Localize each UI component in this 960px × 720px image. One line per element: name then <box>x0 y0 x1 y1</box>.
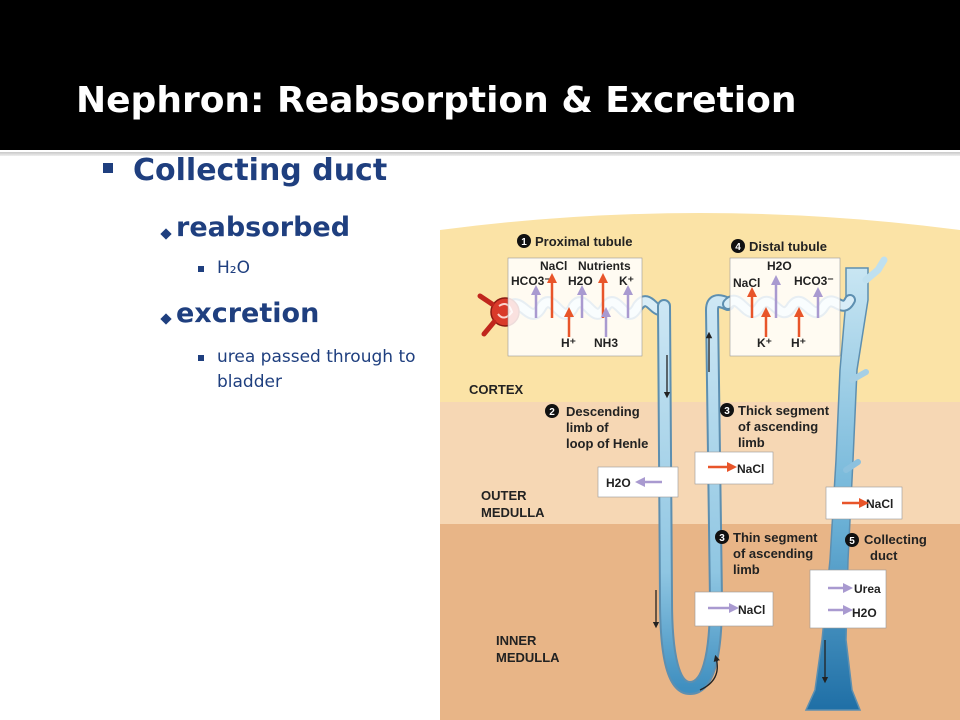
bullet-collecting-duct: Collecting duct <box>133 153 388 188</box>
outer-medulla-label-1: OUTER <box>481 488 527 503</box>
svg-text:NaCl: NaCl <box>733 276 760 290</box>
thin-segment-label: Thin segment <box>733 530 818 545</box>
step-1-badge <box>517 234 531 248</box>
outer-medulla-label-2: MEDULLA <box>481 505 545 520</box>
svg-text:2: 2 <box>549 407 555 418</box>
proximal-tubule-label: Proximal tubule <box>535 234 633 249</box>
distal-tubule-label: Distal tubule <box>749 239 827 254</box>
title-divider <box>0 152 960 156</box>
svg-text:4: 4 <box>735 242 741 253</box>
svg-text:limb: limb <box>733 562 760 577</box>
svg-text:1: 1 <box>521 237 527 248</box>
thick-segment-label: Thick segment <box>738 403 830 418</box>
bullet-h2o: H₂O <box>217 258 250 278</box>
bullet-excretion: excretion <box>176 298 320 329</box>
svg-text:3: 3 <box>719 533 725 544</box>
bullet-reabsorbed: reabsorbed <box>176 212 351 243</box>
bullet-urea-line2: bladder <box>217 372 282 392</box>
svg-text:H2O: H2O <box>568 274 593 288</box>
svg-text:HCO3⁻: HCO3⁻ <box>794 274 834 288</box>
bullet-square-icon <box>103 163 113 173</box>
svg-text:3: 3 <box>724 406 730 417</box>
svg-text:H2O: H2O <box>767 259 792 273</box>
inner-medulla-label-2: MEDULLA <box>496 650 560 665</box>
svg-text:H2O: H2O <box>852 606 877 620</box>
step-3-badge <box>720 403 734 417</box>
svg-text:H2O: H2O <box>606 476 631 490</box>
svg-text:NaCl: NaCl <box>738 603 765 617</box>
svg-text:limb: limb <box>738 435 765 450</box>
svg-text:NaCl: NaCl <box>866 497 893 511</box>
step-5-badge <box>845 533 859 547</box>
svg-text:HCO3⁻: HCO3⁻ <box>511 274 551 288</box>
slide-title: Nephron: Reabsorption & Excretion <box>76 80 797 121</box>
small-square-bullet-icon <box>198 266 204 272</box>
cortex-label: CORTEX <box>469 382 524 397</box>
svg-text:NaCl: NaCl <box>737 462 764 476</box>
collecting-duct-label: Collecting <box>864 532 927 547</box>
svg-text:Urea: Urea <box>854 582 881 596</box>
svg-text:Nutrients: Nutrients <box>578 259 631 273</box>
descending-limb-label: Descending <box>566 404 640 419</box>
inner-medulla-label-1: INNER <box>496 633 537 648</box>
bullet-urea-line1: urea passed through to <box>217 347 416 367</box>
svg-text:NH3: NH3 <box>594 336 618 350</box>
loop-of-henle <box>659 296 733 694</box>
svg-text:5: 5 <box>849 536 855 547</box>
svg-text:H⁺: H⁺ <box>791 336 806 350</box>
svg-text:K⁺: K⁺ <box>757 336 772 350</box>
small-square-bullet-icon <box>198 355 204 361</box>
step-4-badge <box>731 239 745 253</box>
svg-text:K⁺: K⁺ <box>619 274 634 288</box>
title-bar <box>0 0 960 150</box>
svg-text:of ascending: of ascending <box>733 546 813 561</box>
svg-text:NaCl: NaCl <box>540 259 567 273</box>
svg-text:limb of: limb of <box>566 420 609 435</box>
svg-text:duct: duct <box>870 548 898 563</box>
svg-text:of ascending: of ascending <box>738 419 818 434</box>
step-2-badge <box>545 404 559 418</box>
step-3-thin-badge <box>715 530 729 544</box>
svg-text:loop of Henle: loop of Henle <box>566 436 648 451</box>
svg-text:H⁺: H⁺ <box>561 336 576 350</box>
